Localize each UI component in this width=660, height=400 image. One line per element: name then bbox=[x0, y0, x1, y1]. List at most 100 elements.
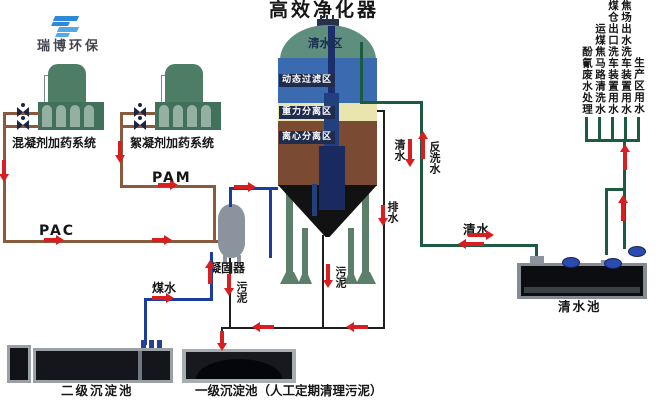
arrow-coagulator-inlet-up bbox=[205, 260, 215, 284]
arrow-pam-right bbox=[158, 180, 178, 190]
manifold-tooth bbox=[611, 117, 614, 141]
manifold-bar bbox=[585, 139, 640, 142]
pump-icon bbox=[604, 258, 622, 269]
arrow-backwash-up bbox=[418, 131, 428, 159]
pump-icon bbox=[628, 246, 646, 257]
primary-tank-label: 一级沉淀池（人工定期清理污泥） bbox=[195, 383, 383, 398]
pac-label: PAC bbox=[39, 223, 76, 239]
coagulant-inner-cylinder bbox=[56, 105, 66, 127]
coagulator-sludge-label: 污泥 bbox=[235, 281, 248, 303]
pipe-coal-water-riser bbox=[144, 301, 147, 345]
output-coke-yard-wash: 焦场出水洗车装置用水 bbox=[620, 0, 632, 115]
flocculant-inner-cylinder bbox=[187, 105, 197, 127]
arrow-coagulator-sludge-down bbox=[224, 274, 234, 296]
logo-icon bbox=[52, 16, 80, 21]
manifold-tooth bbox=[624, 117, 627, 141]
arrow-sludge-drop-down bbox=[217, 331, 227, 351]
purifier-sludge-label: 污泥 bbox=[334, 266, 347, 288]
output-coal-road-wash: 运煤焦马路清洗水 bbox=[594, 23, 606, 115]
purifier-cap-tick bbox=[326, 15, 328, 19]
coal-water-label: 煤水 bbox=[152, 281, 177, 295]
manifold-tooth bbox=[637, 117, 640, 141]
zone-dynamic-label: 动态过滤区 bbox=[279, 74, 336, 87]
clear-pool-label: 清水池 bbox=[558, 299, 602, 314]
purifier-foot bbox=[344, 274, 358, 284]
valve-icon bbox=[134, 103, 146, 117]
pipe-dome-outlet bbox=[360, 42, 363, 104]
arrow-sludge-left-2 bbox=[346, 322, 368, 332]
pipe-pool-inlet-stub bbox=[535, 247, 538, 259]
arrow-purifier-sludge-down bbox=[323, 264, 333, 288]
zone-centrifugal-label: 离心分离区 bbox=[279, 131, 336, 144]
purifier-foot bbox=[298, 274, 312, 284]
coagulator-label: 凝固器 bbox=[209, 261, 246, 275]
flocculant-inner-cylinder bbox=[201, 105, 211, 127]
coagulant-inner-cylinder bbox=[84, 105, 94, 127]
purifier-foot bbox=[356, 272, 376, 284]
arrow-drain-down bbox=[378, 205, 388, 226]
coagulator-leg bbox=[223, 255, 227, 264]
backwash-label: 反洗水 bbox=[428, 141, 441, 174]
logo-icon-bar3 bbox=[56, 27, 80, 32]
arrow-pac-right-1 bbox=[44, 235, 64, 245]
manifold-tooth bbox=[598, 117, 601, 141]
secondary-tank-divider bbox=[138, 351, 142, 380]
valve-icon bbox=[17, 116, 29, 130]
purifier-leg bbox=[302, 228, 308, 274]
valve-icon bbox=[17, 103, 29, 117]
clear-down-label: 清水 bbox=[393, 139, 406, 161]
valve-icon bbox=[134, 116, 146, 130]
zone-gravity-label: 重力分离区 bbox=[279, 106, 336, 119]
purifier-center-pipe-wide bbox=[319, 146, 345, 210]
flocculant-inner-cylinder bbox=[159, 105, 169, 127]
pipe-sludge-collect bbox=[221, 327, 385, 329]
output-production-area: 生产区用水 bbox=[633, 57, 645, 115]
arrow-clear-down bbox=[405, 139, 415, 167]
logo-text: 瑞博环保 bbox=[37, 39, 102, 54]
secondary-tank-label: 二级沉淀池 bbox=[61, 383, 134, 398]
logo-icon-bar4 bbox=[55, 33, 70, 37]
pool-riser-left bbox=[605, 191, 608, 255]
pipe-drain-stub bbox=[377, 110, 385, 112]
pump-icon bbox=[562, 257, 580, 268]
pipe-pac-main bbox=[3, 240, 219, 243]
drain-label: 排水 bbox=[386, 201, 399, 223]
logo-icon-bar2 bbox=[51, 22, 70, 26]
pipe-purifier-inlet-stub bbox=[269, 190, 272, 258]
secondary-tank-body bbox=[36, 351, 170, 380]
pipe-pam-pac-connector bbox=[213, 185, 216, 243]
flocculant-tank-cylinder bbox=[165, 64, 203, 108]
purifier-leg bbox=[286, 192, 293, 272]
zone-clear-label: 清水区 bbox=[308, 36, 343, 50]
arrow-coal-water-right bbox=[152, 293, 174, 303]
arrow-clearline-left bbox=[458, 239, 484, 249]
diagram-title: 高效净化器 bbox=[269, 0, 380, 21]
secondary-tank-leftblock bbox=[10, 348, 28, 380]
arrow-pool-riser-up bbox=[618, 195, 628, 221]
arrow-clearline-right bbox=[468, 230, 494, 240]
riser-jog bbox=[605, 188, 626, 191]
purifier-foot bbox=[280, 272, 300, 284]
output-phenol-cyanide: 酚氰废水处理 bbox=[581, 46, 593, 115]
arrow-pac-right-2 bbox=[152, 235, 172, 245]
purifier-cap-tick bbox=[332, 15, 334, 19]
arrow-coagulator-out-right bbox=[234, 182, 256, 192]
pipe-coagulator-outlet-riser bbox=[229, 187, 232, 207]
clear-pool-water-strip bbox=[524, 287, 640, 293]
output-coal-bunker-wash: 煤仓出口洗车装置用水 bbox=[607, 0, 619, 115]
pam-label: PAM bbox=[152, 170, 192, 186]
pipe-coal-water bbox=[144, 298, 213, 301]
coagulant-inner-cylinder bbox=[70, 105, 80, 127]
purifier-cap-tick bbox=[320, 15, 322, 19]
manifold-tooth bbox=[585, 117, 588, 141]
coagulator-vessel bbox=[218, 204, 245, 258]
purifier-leg bbox=[348, 228, 354, 274]
arrow-manifold-up bbox=[620, 144, 630, 170]
coagulator-leg bbox=[237, 255, 241, 264]
flocculant-system-label: 絮凝剂加药系统 bbox=[130, 136, 215, 150]
coagulant-inner-cylinder bbox=[42, 105, 52, 127]
clear-line-label: 清水 bbox=[463, 222, 491, 237]
purifier-leg bbox=[362, 192, 369, 272]
purifier-top-cap bbox=[317, 19, 339, 26]
